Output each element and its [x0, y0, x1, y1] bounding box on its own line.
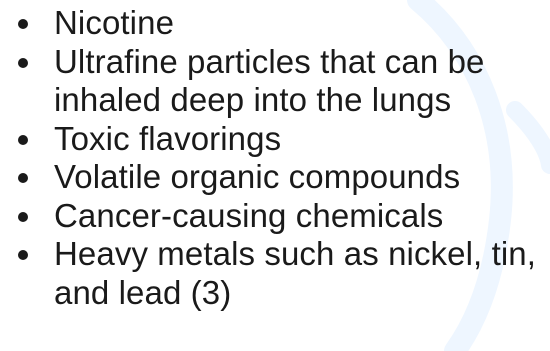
- list-item-text: Heavy metals such as nickel, tin, and le…: [54, 235, 536, 311]
- bullet-dot-icon: [18, 173, 28, 183]
- list-item: Heavy metals such as nickel, tin, and le…: [0, 235, 550, 312]
- list-item-text: Cancer-causing chemicals: [54, 196, 444, 234]
- list-item-text: Toxic flavorings: [54, 119, 282, 157]
- bullet-dot-icon: [18, 57, 28, 68]
- bullet-dot-icon: [18, 250, 28, 260]
- bullet-dot-icon: [18, 134, 28, 145]
- list-item: Volatile organic compounds: [0, 158, 550, 197]
- bullet-list: Nicotine Ultrafine particles that can be…: [0, 4, 550, 312]
- list-item: Cancer-causing chemicals: [0, 197, 550, 236]
- list-item: Toxic flavorings: [0, 120, 550, 159]
- list-item-text: Volatile organic compounds: [54, 158, 461, 195]
- list-item: Nicotine: [0, 4, 550, 43]
- bullet-dot-icon: [18, 211, 28, 222]
- list-item-text: Nicotine: [54, 4, 175, 41]
- list-item: Ultrafine particles that can be inhaled …: [0, 43, 550, 120]
- list-item-text: Ultrafine particles that can be inhaled …: [54, 42, 485, 119]
- bullet-dot-icon: [18, 19, 28, 29]
